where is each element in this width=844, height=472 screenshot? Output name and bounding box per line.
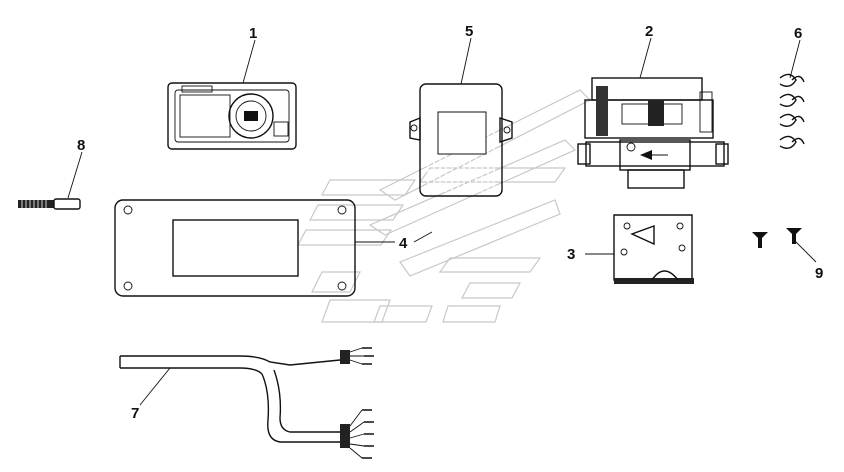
callout-7: 7 xyxy=(131,405,139,422)
callout-6: 6 xyxy=(794,25,802,42)
part-mounting-plate xyxy=(114,199,356,297)
callout-2: 2 xyxy=(645,23,653,40)
callout-1: 1 xyxy=(249,25,257,42)
leader-lines xyxy=(67,37,817,406)
callout-8: 8 xyxy=(77,137,85,154)
callout-5: 5 xyxy=(465,23,473,40)
part-control-panel xyxy=(167,82,297,150)
part-control-unit xyxy=(409,83,513,197)
part-bolt xyxy=(18,198,81,210)
part-screws xyxy=(752,228,802,248)
part-bracket xyxy=(613,214,694,284)
callout-9: 9 xyxy=(815,265,823,282)
part-wiring-harness xyxy=(119,347,374,459)
part-valve-assembly xyxy=(577,77,729,189)
callout-4: 4 xyxy=(399,235,408,252)
part-spring-clips xyxy=(779,73,805,149)
callout-3: 3 xyxy=(567,246,575,263)
